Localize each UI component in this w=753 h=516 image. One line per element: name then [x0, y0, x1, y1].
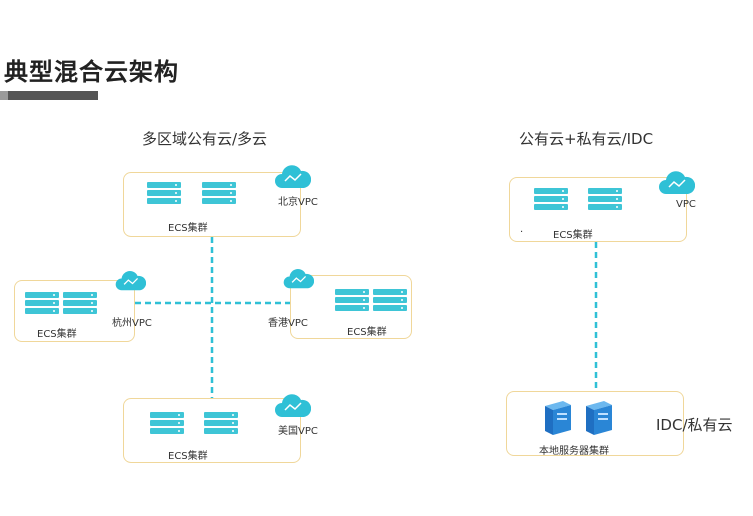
right-section-title: 公有云+私有云/IDC: [519, 130, 654, 148]
cluster-label: 本地服务器集群: [539, 446, 609, 457]
server-rack-icon: [202, 182, 236, 206]
server-rack-icon: [588, 188, 622, 212]
server-rack-icon: [373, 289, 407, 313]
physical-server-icon: [545, 401, 571, 435]
vpc-label: 香港VPC: [268, 318, 308, 329]
vpc-label: 北京VPC: [278, 197, 318, 208]
server-rack-icon: [204, 412, 238, 436]
server-rack-icon: [147, 182, 181, 206]
cloud-icon: [659, 171, 695, 194]
cloud-icon: [283, 269, 314, 289]
server-rack-icon: [150, 412, 184, 436]
region-box-beijing: ECS集群: [123, 172, 301, 237]
left-section-title: 多区域公有云/多云: [142, 130, 268, 148]
server-rack-icon: [25, 292, 59, 316]
page-title: 典型混合云架构: [4, 58, 179, 86]
server-rack-icon: [534, 188, 568, 212]
server-rack-icon: [335, 289, 369, 313]
cloud-icon: [275, 165, 311, 188]
region-box-hangzhou: ECS集群: [14, 280, 135, 342]
region-box-usa: ECS集群: [123, 398, 301, 463]
server-rack-icon: [63, 292, 97, 316]
idc-side-label: IDC/私有云: [656, 416, 733, 434]
title-underline: [0, 91, 98, 100]
idc-box: 本地服务器集群: [506, 391, 684, 457]
cluster-label: ECS集群: [553, 230, 593, 241]
public-vpc-box: . ECS集群: [509, 177, 687, 242]
title-underline-accent: [0, 91, 8, 100]
vpc-label: 杭州VPC: [112, 318, 152, 329]
cloud-icon: [115, 271, 146, 291]
physical-server-icon: [586, 401, 612, 435]
cluster-label: ECS集群: [168, 223, 208, 234]
dot-mark: .: [520, 224, 524, 235]
vpc-label: VPC: [676, 199, 696, 210]
cluster-label: ECS集群: [168, 451, 208, 462]
cluster-label: ECS集群: [347, 327, 387, 338]
cloud-icon: [275, 394, 311, 417]
cluster-label: ECS集群: [37, 329, 77, 340]
vpc-label: 美国VPC: [278, 426, 318, 437]
